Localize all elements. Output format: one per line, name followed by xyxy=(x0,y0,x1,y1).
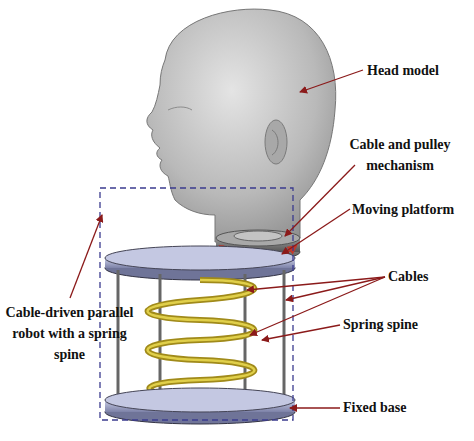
part-label: Cable-driven parallel robot with a sprin… xyxy=(2,302,137,365)
part-label: Spring spine xyxy=(343,314,463,335)
part-label: Cable and pulley mechanism xyxy=(330,134,470,176)
part-label: Head model xyxy=(367,60,472,81)
part-label: Fixed base xyxy=(343,397,463,418)
part-label: Moving platform xyxy=(352,199,472,220)
part-label: Cables xyxy=(388,266,468,287)
